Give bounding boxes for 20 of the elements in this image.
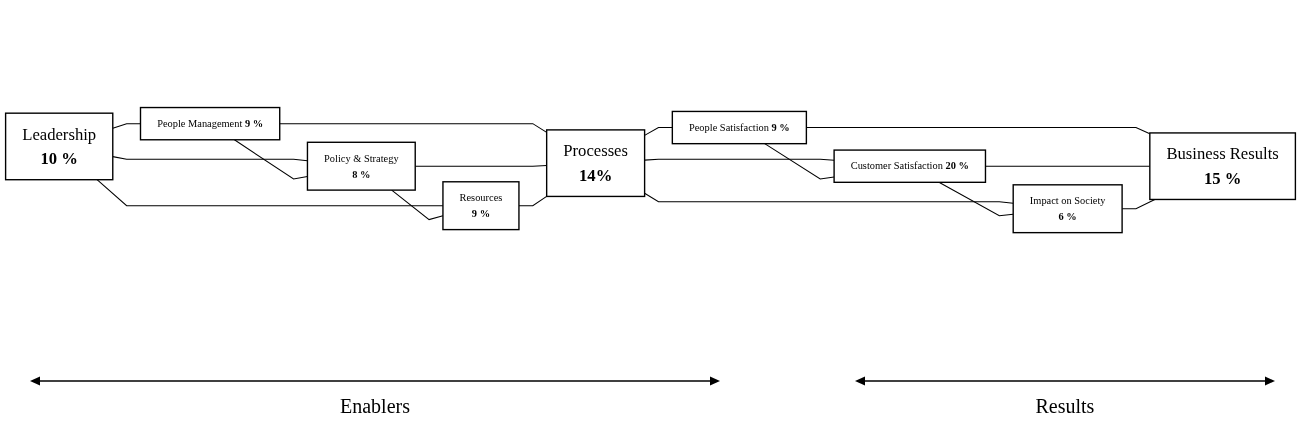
connector xyxy=(233,139,308,180)
connector xyxy=(644,192,1014,204)
node-box: Customer Satisfaction 20 % xyxy=(833,149,987,183)
node-box: People Management 9 % xyxy=(139,106,281,141)
connector xyxy=(764,143,835,180)
range-label: Enablers xyxy=(340,395,410,418)
connector xyxy=(644,126,673,136)
node-box: Leadership 10 % xyxy=(4,112,114,181)
node-box: Business Results 15 % xyxy=(1149,132,1297,201)
connector xyxy=(938,181,1014,217)
node-box: Resources 9 % xyxy=(442,181,520,231)
node-box: Policy & Strategy 8 % xyxy=(306,141,416,191)
connector xyxy=(518,195,548,207)
connector xyxy=(112,156,308,162)
range-label: Results xyxy=(1035,395,1095,418)
connector xyxy=(644,158,835,161)
node-box: People Satisfaction 9 % xyxy=(671,110,808,145)
connector xyxy=(112,123,141,129)
node-box: Processes 14% xyxy=(545,129,646,198)
node-box: Impact on Society 6 % xyxy=(1012,184,1123,234)
